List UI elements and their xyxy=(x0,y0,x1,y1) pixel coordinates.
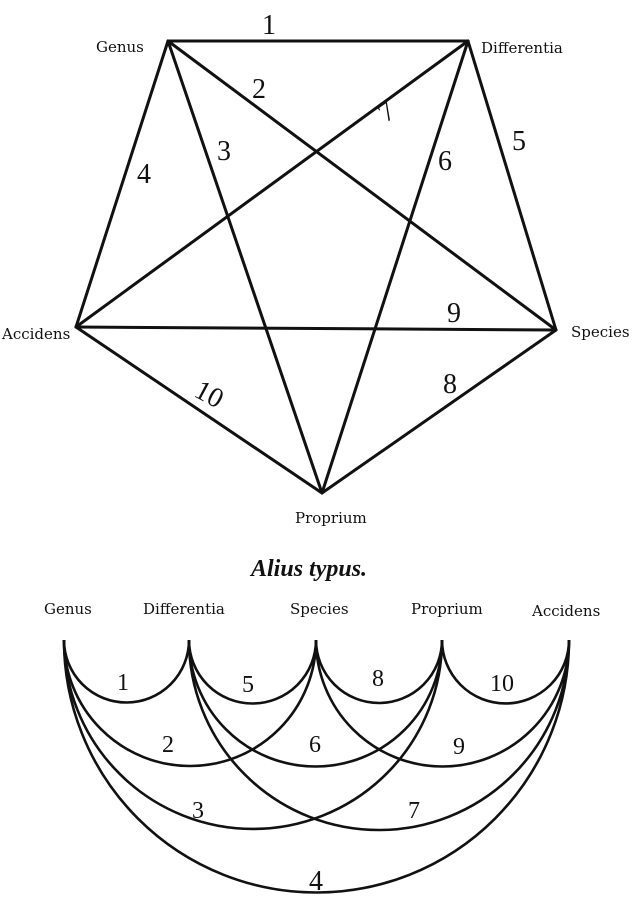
arc-number-2: 2 xyxy=(162,732,174,758)
arc-diagram: Genus Differentia Species Proprium Accid… xyxy=(44,600,600,897)
arc-10-proprium-accidens xyxy=(440,639,571,705)
arc-node-proprium: Proprium xyxy=(411,600,483,618)
edge-number-6: 6 xyxy=(438,146,452,177)
node-species: Species xyxy=(571,323,630,341)
edge-accidens-species xyxy=(74,325,558,332)
arc-number-4: 4 xyxy=(309,866,323,897)
pentagon-diagram: Genus Differentia Species Accidens Propr… xyxy=(1,10,630,527)
arc-6-differentia-proprium xyxy=(187,639,444,768)
arc-1-genus-differentia xyxy=(62,639,191,704)
arc-node-accidens: Accidens xyxy=(531,602,600,620)
edge-number-7: 7 xyxy=(372,95,401,128)
arc-node-genus: Genus xyxy=(44,600,92,618)
arc-number-7: 7 xyxy=(408,798,420,824)
arc-number-10: 10 xyxy=(490,671,514,697)
arc-7-differentia-accidens xyxy=(187,639,571,832)
arc-node-species: Species xyxy=(290,600,349,618)
arc-3-genus-proprium xyxy=(62,639,444,831)
node-proprium: Proprium xyxy=(295,509,367,527)
edge-differentia-proprium xyxy=(320,39,470,495)
arc-2-genus-species xyxy=(62,639,318,768)
arc-number-1: 1 xyxy=(117,670,129,696)
arc-number-8: 8 xyxy=(372,666,384,692)
arc-number-5: 5 xyxy=(242,672,254,698)
arc-8-species-proprium xyxy=(314,639,444,705)
edge-number-4: 4 xyxy=(137,159,151,190)
arc-number-3: 3 xyxy=(192,798,204,824)
node-genus: Genus xyxy=(96,38,144,56)
edge-number-2: 2 xyxy=(252,74,266,105)
edge-proprium-accidens xyxy=(74,325,324,495)
arc-number-6: 6 xyxy=(309,732,321,758)
edge-differentia-accidens xyxy=(74,39,470,329)
edge-accidens-genus xyxy=(74,39,170,329)
arc-5-differentia-species xyxy=(187,639,318,705)
arc-9-species-accidens xyxy=(314,639,571,768)
edge-number-3: 3 xyxy=(217,136,231,167)
arc-number-9: 9 xyxy=(453,734,465,760)
edge-number-1: 1 xyxy=(262,10,276,41)
edge-number-8: 8 xyxy=(443,369,457,400)
edge-number-9: 9 xyxy=(447,298,461,329)
edge-genus-species xyxy=(166,39,558,332)
caption-alius-typus: Alius typus. xyxy=(249,556,367,582)
arc-node-differentia: Differentia xyxy=(143,600,225,618)
node-differentia: Differentia xyxy=(481,39,563,57)
edge-number-5: 5 xyxy=(512,126,526,157)
edge-differentia-species xyxy=(466,39,558,332)
edge-genus-proprium xyxy=(166,39,324,495)
arc-4-genus-accidens xyxy=(62,639,571,894)
edge-species-proprium xyxy=(320,328,558,495)
node-accidens: Accidens xyxy=(1,325,70,343)
